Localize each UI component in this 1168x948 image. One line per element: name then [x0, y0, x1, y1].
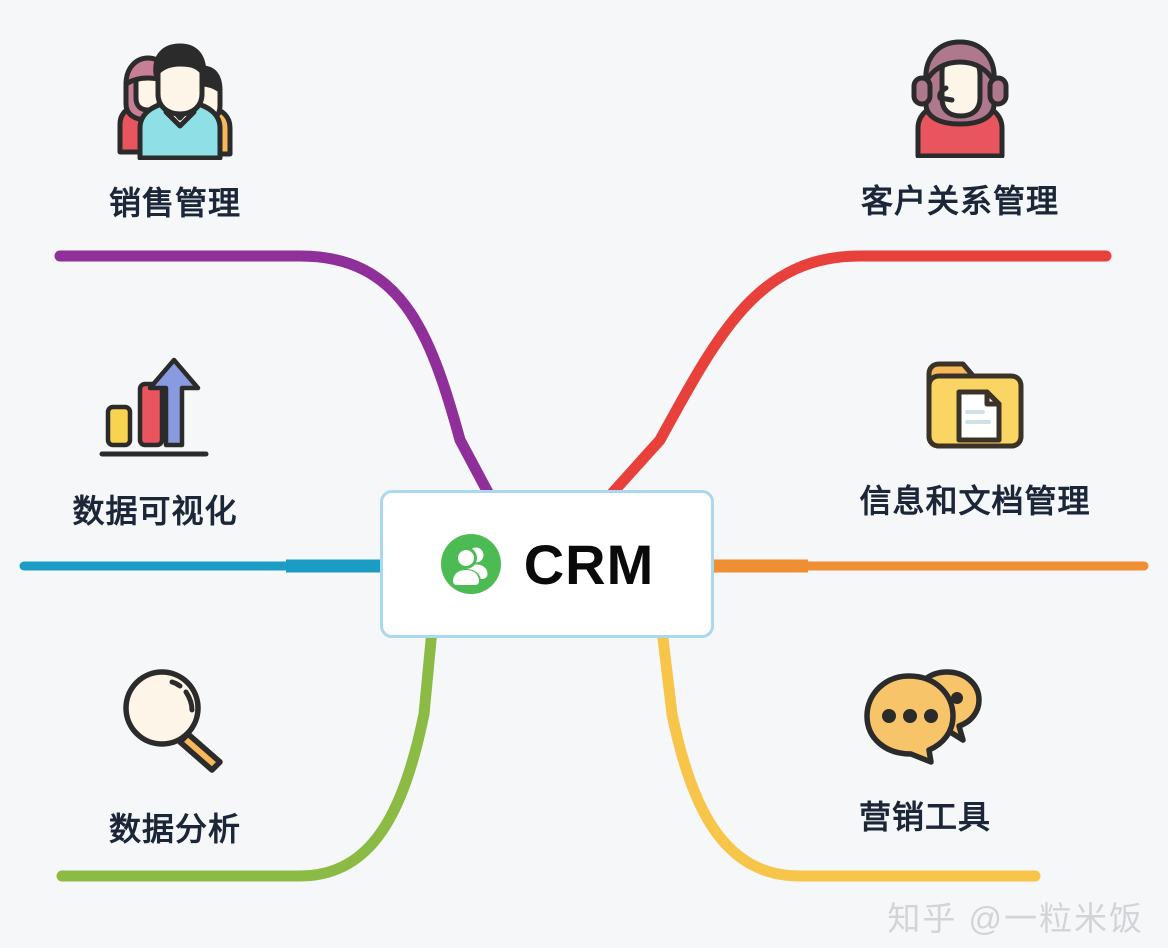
branch-node-marketing-tools[interactable]: 营销工具 — [845, 662, 1005, 838]
branch-line-customer-relationship — [600, 250, 1112, 506]
users-group-circle-icon — [440, 533, 502, 595]
branch-node-sales[interactable]: 销售管理 — [60, 40, 290, 224]
branch-node-data-visualization[interactable]: 数据可视化 — [55, 352, 255, 532]
branch-line-marketing-tools — [656, 624, 1041, 882]
folder-document-icon — [921, 352, 1029, 454]
chat-bubbles-icon — [863, 662, 987, 768]
branch-label-marketing-tools: 营销工具 — [858, 799, 991, 835]
center-node-title: CRM — [523, 532, 655, 596]
bar-chart-arrow-icon — [96, 352, 214, 464]
people-group-icon — [100, 40, 250, 161]
branch-node-data-analysis[interactable]: 数据分析 — [95, 662, 255, 850]
branch-label-document-management: 信息和文档管理 — [859, 483, 1091, 519]
branch-label-data-visualization: 数据可视化 — [72, 493, 238, 529]
branch-node-document-management[interactable]: 信息和文档管理 — [845, 352, 1105, 522]
center-node-card[interactable]: CRM — [380, 490, 714, 638]
branch-line-sales — [54, 250, 498, 506]
branch-label-sales: 销售管理 — [108, 185, 241, 221]
watermark-text: 知乎 @一粒米饭 — [887, 900, 1144, 937]
branch-node-customer-relationship[interactable]: 客户关系管理 — [845, 32, 1075, 222]
branch-label-customer-relationship: 客户关系管理 — [860, 183, 1059, 219]
branch-line-data-analysis — [56, 624, 438, 882]
branch-label-data-analysis: 数据分析 — [108, 811, 241, 847]
magnifying-glass-icon — [116, 662, 234, 780]
headset-agent-icon — [900, 32, 1020, 159]
